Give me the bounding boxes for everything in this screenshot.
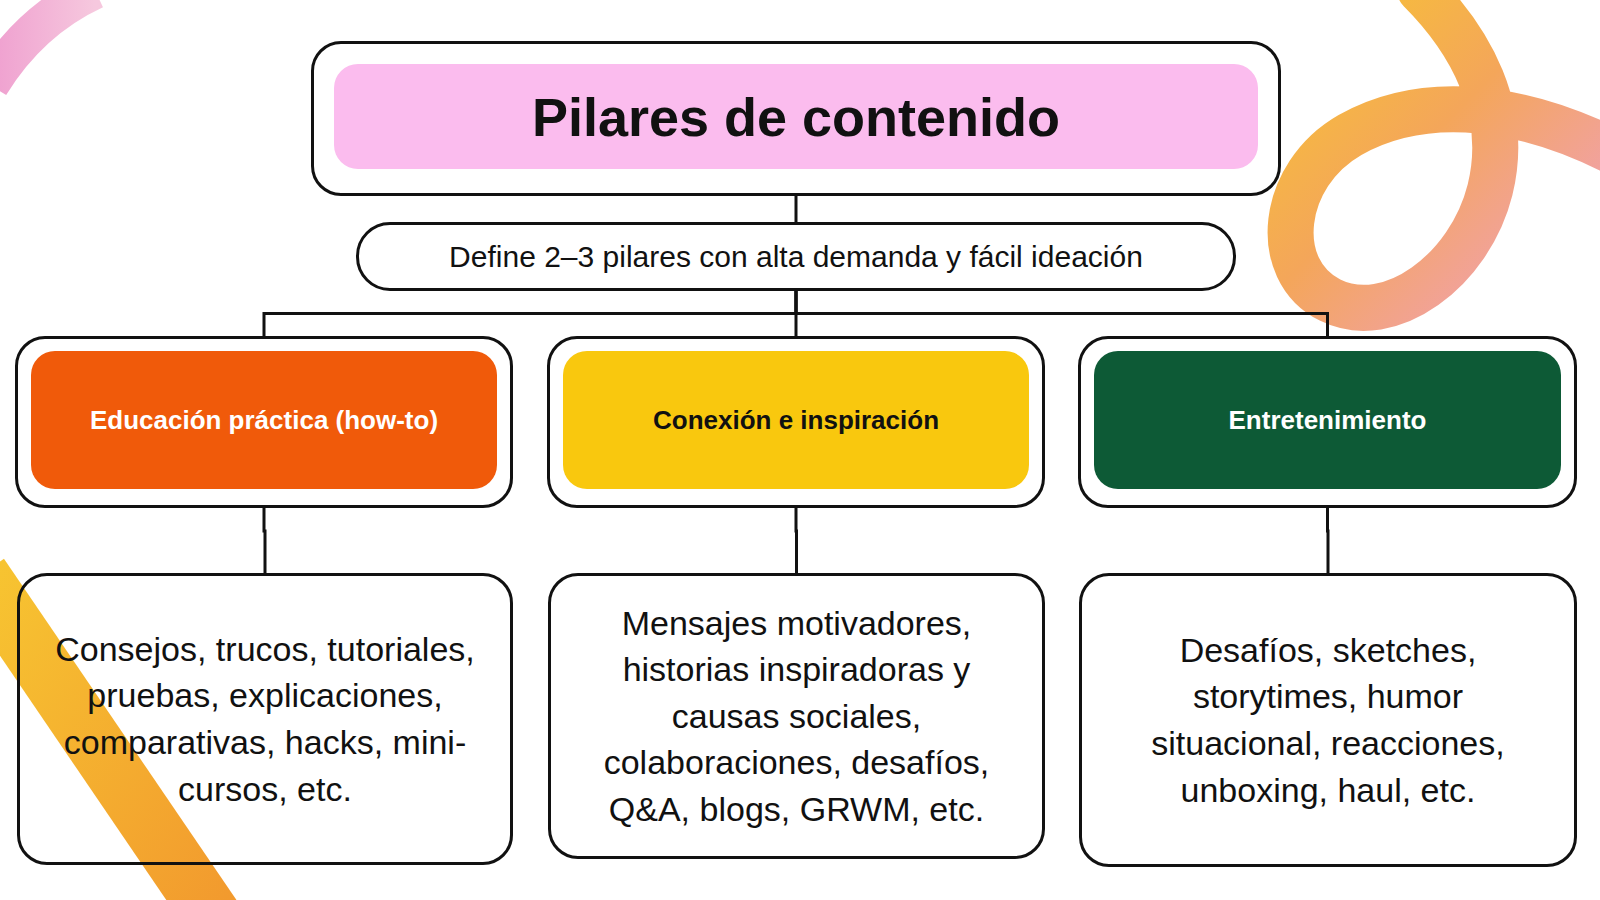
content-box: Desafíos, sketches, storytimes, humor si… — [1079, 573, 1577, 867]
connector-line — [795, 196, 798, 222]
pillar-label: Entretenimiento — [1094, 351, 1561, 489]
connector-line — [796, 291, 1328, 336]
connector-line — [264, 508, 265, 573]
title-box: Pilares de contenido — [311, 41, 1281, 196]
ribbon-swirl — [1291, 0, 1600, 308]
connector-line — [264, 291, 796, 336]
pillar-label: Educación práctica (how-to) — [31, 351, 497, 489]
connector-line — [795, 508, 799, 573]
pillar-label: Conexión e inspiración — [563, 351, 1029, 489]
body-text: Desafíos, sketches, storytimes, humor si… — [1082, 576, 1574, 864]
title-text: Pilares de contenido — [334, 64, 1258, 169]
content-box: Mensajes motivadores, historias inspirad… — [548, 573, 1045, 859]
pillar-box: Entretenimiento — [1078, 336, 1577, 508]
body-text: Consejos, trucos, tutoriales, pruebas, e… — [20, 576, 510, 862]
subtitle-text: Define 2–3 pilares con alta demanda y fá… — [359, 225, 1233, 288]
subtitle-box: Define 2–3 pilares con alta demanda y fá… — [356, 222, 1236, 291]
body-text: Mensajes motivadores, historias inspirad… — [551, 576, 1042, 856]
pillar-box: Educación práctica (how-to) — [15, 336, 513, 508]
ribbon-corner — [0, 0, 95, 85]
connector-line — [1326, 508, 1330, 573]
pillar-box: Conexión e inspiración — [547, 336, 1045, 508]
content-box: Consejos, trucos, tutoriales, pruebas, e… — [17, 573, 513, 865]
